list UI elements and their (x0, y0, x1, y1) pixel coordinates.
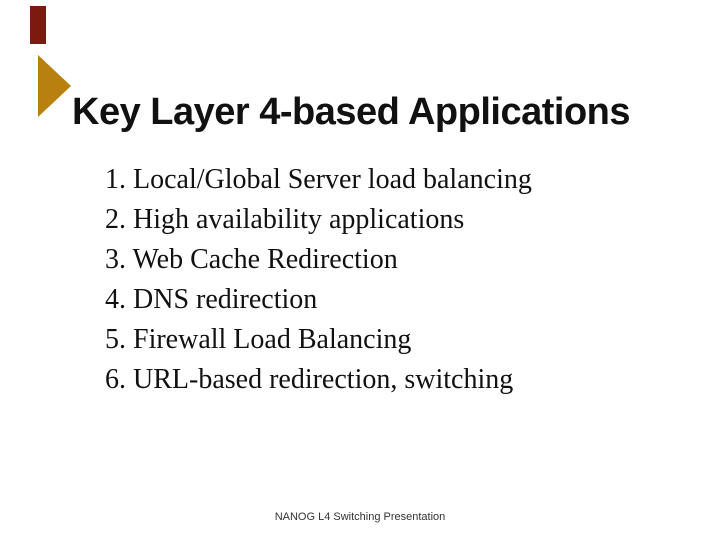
accent-bar (30, 6, 46, 44)
list-item: 6. URL-based redirection, switching (105, 364, 514, 395)
footer-text: NANOG L4 Switching Presentation (274, 511, 446, 523)
page-title: Key Layer 4-based Applications (72, 91, 631, 134)
list-item: 4. DNS redirection (105, 284, 318, 315)
title-bullet-triangle-icon (38, 55, 71, 117)
list-item: 3. Web Cache Redirection (105, 244, 398, 275)
list-item: 2. High availability applications (105, 204, 465, 235)
list-item: 1. Local/Global Server load balancing (105, 164, 532, 195)
list-item: 5. Firewall Load Balancing (105, 324, 412, 355)
bullet-list: 1. Local/Global Server load balancing 2.… (105, 160, 532, 400)
